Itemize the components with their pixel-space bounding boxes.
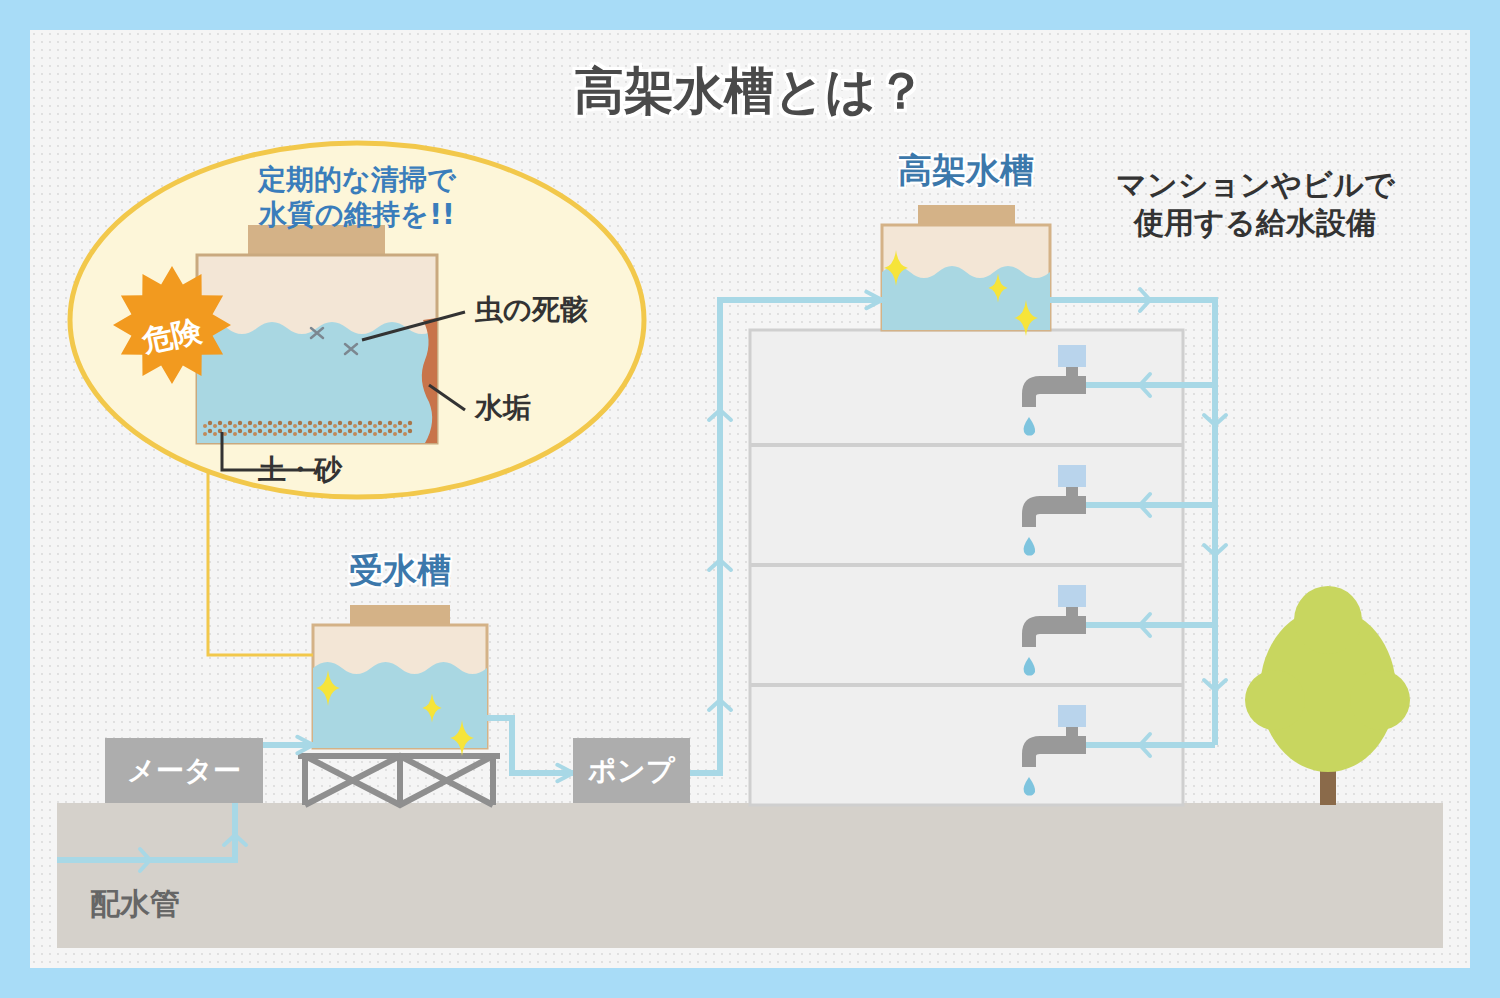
drawing-circle: [1294, 586, 1362, 654]
node-label: 受水槽: [313, 540, 487, 594]
drawing-path: [57, 803, 235, 860]
drawing-rect: [30, 30, 1470, 968]
drawing-rect: [1066, 607, 1078, 617]
box-label: メーター: [127, 752, 241, 790]
flow-chevron: [1204, 680, 1226, 690]
drawing-path: [1022, 496, 1086, 527]
drawing-g: [750, 445, 1183, 685]
drawing-rect: [57, 803, 1443, 948]
drawing-rect: [1058, 465, 1086, 487]
faucet-icon: [1022, 585, 1086, 676]
drawing-rect: [918, 205, 1015, 225]
drawing-path: [750, 445, 1183, 685]
part-label: 土・砂: [258, 452, 342, 487]
part-label: 水垢: [475, 390, 531, 425]
pipe-label: 配水管: [90, 885, 180, 923]
meter-box: メーター: [105, 738, 263, 803]
faucet-icon: [1022, 465, 1086, 556]
water-pipe: [690, 300, 882, 773]
box-label: ポンプ: [588, 752, 675, 790]
drawing-path: [305, 756, 493, 805]
drawing-rect: [1066, 367, 1078, 377]
faucet-icon: [1022, 705, 1086, 796]
drawing-path: [1050, 300, 1215, 745]
drawing-g: [298, 756, 500, 805]
drawing-use: [1014, 300, 1038, 336]
diagram-title: 高架水槽とは？: [0, 58, 1500, 125]
drawing-path: [305, 756, 493, 805]
drawing-path: [1024, 417, 1036, 436]
drawing-circle: [1350, 670, 1410, 730]
drawing-use: [988, 274, 1007, 303]
flow-chevron: [1140, 614, 1150, 636]
drawing-path: [1024, 537, 1036, 556]
drawing-rect: [1058, 585, 1086, 607]
water-pipe: [487, 718, 573, 773]
drawing-rect: [350, 605, 450, 625]
drawing-use: [316, 670, 340, 706]
dirty-tank-illustration: [197, 225, 465, 470]
drawing-g: [1022, 345, 1086, 796]
drawing-rect: [1066, 487, 1078, 497]
flow-chevron: [1140, 374, 1150, 396]
drawing-use: [450, 720, 474, 756]
flow-chevron: [1204, 545, 1226, 555]
flow-chevron: [140, 849, 150, 871]
node-label: 定期的な清掃で 水質の維持を!!: [207, 162, 507, 232]
drawing-path: [1022, 616, 1086, 647]
drawing-path: [1022, 736, 1086, 767]
description-text: マンションやビルで 使用する給水設備: [1080, 166, 1430, 241]
drawing-rect: [1066, 727, 1078, 737]
drawing-circle: [1245, 670, 1305, 730]
drawing-g: [1245, 586, 1410, 772]
flow-chevron: [1204, 415, 1226, 425]
elevated-tank: 高架水槽: [882, 140, 1050, 330]
node-label: 高架水槽: [882, 140, 1050, 194]
pump-box: ポンプ: [573, 738, 690, 803]
callout-leader: [208, 471, 313, 655]
part-label: 虫の死骸: [475, 292, 588, 327]
receiving-tank: 受水槽: [313, 540, 487, 748]
drawing-rect: [1058, 345, 1086, 367]
water-pipe: [263, 742, 313, 748]
drawing-use: [884, 250, 908, 286]
flow-chevron: [1140, 494, 1150, 516]
drawing-ellipse: [70, 143, 644, 497]
drawing-rect: [1058, 705, 1086, 727]
drawing-use: [422, 694, 441, 723]
drawing-path: [1022, 376, 1086, 407]
drawing-rect: [750, 330, 1183, 805]
flow-chevron: [1140, 289, 1150, 311]
faucet-icon: [1022, 345, 1086, 436]
flow-chevron: [224, 835, 246, 845]
drawing-path: [1024, 657, 1036, 676]
warning-starburst: 危険: [112, 265, 232, 385]
drawing-path: [1085, 385, 1215, 745]
drawing-path: [1024, 777, 1036, 796]
flow-chevron: [1140, 734, 1150, 756]
